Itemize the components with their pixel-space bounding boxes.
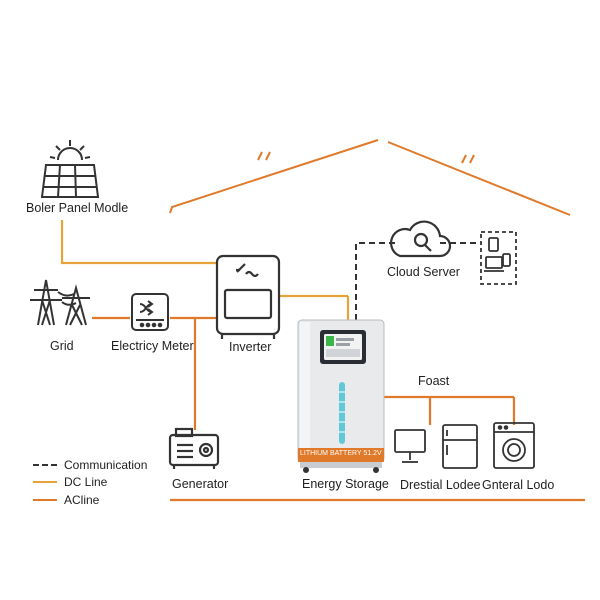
monitoring-devices-icon [480,231,517,285]
residential-load-label: Drestial Lodee [400,478,481,492]
battery-cabinet-icon [297,319,385,473]
generator-label: Generator [172,477,229,491]
dc-lines [60,220,350,320]
load-group-label: Foast [418,374,450,388]
battery-panel-text: LITHIUM BATTERY 51.2V 300AH [300,450,382,457]
inverter-icon [215,254,281,339]
legend-swatch-dc [33,481,57,483]
ac-lines [92,316,585,502]
solar-panel-label: Boler Panel Modle [26,201,129,215]
communication-lines [355,242,480,320]
electricity-meter-icon [131,293,169,331]
transmission-tower-icon [30,279,90,326]
solar-panel-icon [40,140,100,198]
general-load-label: Gnteral Lodo [482,478,555,492]
computer-monitor-icon [394,429,426,463]
energy-storage-label: Energy Storage [302,477,389,491]
roof-sun-tick-marks [257,151,475,164]
cloud-server-label: Cloud Server [387,265,460,279]
generator-icon [168,427,220,469]
inverter-label: Inverter [229,340,272,354]
refrigerator-icon [442,424,478,469]
house-roof [169,139,571,216]
cloud-search-icon [389,220,452,258]
legend-text: DC Line [64,475,108,489]
washing-machine-icon [493,422,535,469]
grid-label: Grid [50,339,74,353]
legend-swatch-ac [33,499,57,501]
legend-text: Communication [64,458,148,472]
meter-label: Electricy Meter [111,339,194,353]
legend-text: ACline [64,493,100,507]
legend-swatch-dashed [33,464,57,466]
